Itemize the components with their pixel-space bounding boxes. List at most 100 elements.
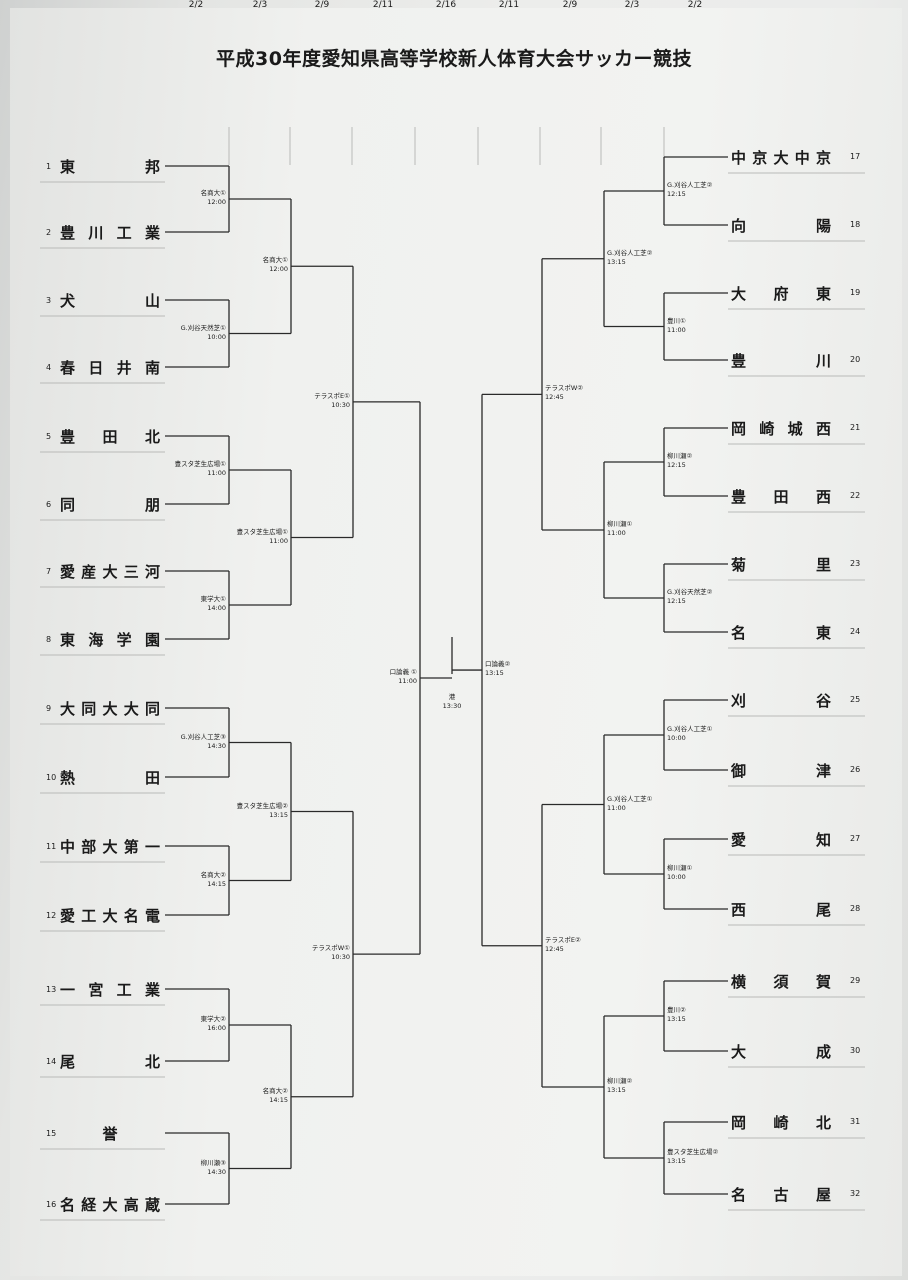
team-number: 12 bbox=[46, 911, 57, 920]
date-header: 2/3 bbox=[624, 0, 640, 10]
match-time: 10:00 bbox=[207, 332, 226, 341]
team-name: 豊田西 bbox=[731, 488, 831, 506]
match-time: 11:00 bbox=[607, 529, 626, 537]
team-number: 6 bbox=[46, 500, 52, 509]
team-name: 大成 bbox=[731, 1043, 831, 1061]
match-venue: G.刈谷天然芝① bbox=[180, 323, 226, 332]
team-number: 14 bbox=[46, 1057, 57, 1066]
team-number: 26 bbox=[850, 765, 861, 774]
team-number: 31 bbox=[850, 1117, 861, 1126]
team-number: 25 bbox=[850, 695, 861, 704]
match-venue: 豊川② bbox=[667, 1006, 686, 1014]
team-name: 春日井南 bbox=[60, 359, 160, 377]
match-venue: テラスポE① bbox=[314, 391, 350, 400]
team-number: 19 bbox=[850, 288, 861, 297]
match-venue: 柳川瀬② bbox=[607, 1077, 633, 1085]
team-name: 誉 bbox=[102, 1125, 118, 1143]
date-header: 2/2 bbox=[188, 0, 204, 10]
match-venue: 東学大② bbox=[200, 1015, 226, 1023]
match-venue: 港 bbox=[448, 693, 456, 702]
team-number: 24 bbox=[850, 627, 861, 636]
team-name: 名東 bbox=[731, 624, 831, 642]
match-time: 10:00 bbox=[667, 734, 686, 742]
match-time: 12:15 bbox=[667, 597, 686, 605]
team-number: 7 bbox=[46, 567, 52, 576]
team-number: 8 bbox=[46, 635, 52, 644]
page-title: 平成30年度愛知県高等学校新人体育大会サッカー競技 bbox=[216, 48, 692, 70]
match-time: 13:15 bbox=[607, 1086, 626, 1094]
team-number: 30 bbox=[850, 1046, 861, 1055]
match-venue: テラスポW② bbox=[545, 384, 584, 393]
team-name: 岡崎城西 bbox=[731, 420, 831, 438]
match-time: 11:00 bbox=[207, 469, 226, 477]
team-name: 岡崎北 bbox=[731, 1114, 831, 1132]
match-venue: 名商大② bbox=[262, 1086, 288, 1095]
match-venue: 豊スタ芝生広場② bbox=[667, 1148, 719, 1156]
match-time: 14:00 bbox=[207, 604, 226, 612]
team-name: 中部大第一 bbox=[60, 838, 160, 856]
team-name: 名経大高蔵 bbox=[60, 1196, 160, 1214]
team-name: 同朋 bbox=[60, 496, 160, 514]
match-time: 11:00 bbox=[398, 677, 417, 685]
match-time: 11:00 bbox=[607, 803, 626, 812]
team-number: 28 bbox=[850, 904, 861, 913]
match-venue: 口論義 ① bbox=[389, 668, 417, 676]
match-venue: G.刈谷人工芝③ bbox=[180, 732, 226, 741]
team-name: 横須賀 bbox=[731, 973, 831, 991]
match-venue: G.刈谷人工芝① bbox=[667, 725, 713, 733]
team-name: 大府東 bbox=[731, 285, 831, 303]
match-time: 12:15 bbox=[667, 461, 686, 469]
team-name: 中京大中京 bbox=[731, 149, 831, 167]
team-name: 名古屋 bbox=[731, 1186, 831, 1204]
team-number: 18 bbox=[850, 220, 861, 229]
match-time: 13:15 bbox=[269, 810, 288, 819]
team-number: 1 bbox=[46, 162, 52, 171]
paper-sheet bbox=[10, 8, 902, 1276]
match-venue: 豊川① bbox=[667, 316, 686, 325]
match-venue: 豊スタ芝生広場① bbox=[174, 460, 226, 468]
match-time: 14:30 bbox=[207, 1167, 226, 1176]
team-name: 愛産大三河 bbox=[60, 563, 160, 581]
match-venue: 柳川瀬① bbox=[667, 864, 693, 872]
team-number: 10 bbox=[46, 773, 57, 782]
team-number: 17 bbox=[850, 152, 861, 161]
match-venue: テラスポW① bbox=[311, 944, 350, 953]
date-header: 2/16 bbox=[435, 0, 457, 10]
team-name: 大同大大同 bbox=[60, 700, 160, 718]
match-time: 13:30 bbox=[442, 702, 462, 711]
team-name: 豊川工業 bbox=[60, 224, 160, 242]
match-time: 13:15 bbox=[667, 1015, 686, 1023]
match-time: 13:15 bbox=[607, 257, 626, 266]
team-name: 御津 bbox=[731, 762, 831, 780]
team-number: 3 bbox=[46, 296, 52, 305]
match-time: 13:15 bbox=[485, 669, 504, 678]
match-time: 12:45 bbox=[545, 944, 564, 953]
match-venue: テラスポE② bbox=[545, 935, 581, 944]
match-time: 10:30 bbox=[331, 953, 350, 962]
team-number: 16 bbox=[46, 1200, 57, 1209]
team-name: 犬山 bbox=[60, 292, 160, 310]
match-venue: 豊スタ芝生広場① bbox=[236, 527, 288, 536]
